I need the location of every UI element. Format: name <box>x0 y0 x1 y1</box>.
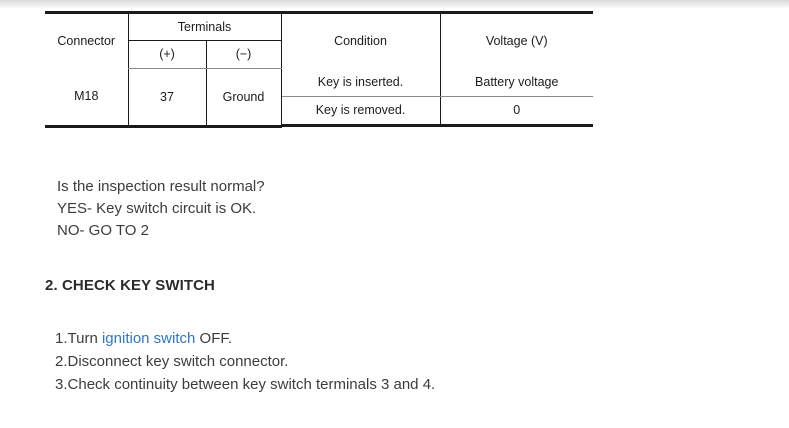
step-text-before: Disconnect key switch connector. <box>67 353 289 370</box>
bottom-rule-terminal-negative <box>206 124 282 128</box>
cell-condition: Key is removed. <box>281 96 441 127</box>
cell-terminal-negative: Ground <box>206 68 282 125</box>
step-text-before: Check continuity between key switch term… <box>67 376 436 393</box>
cell-terminal-positive: 37 <box>127 68 207 125</box>
voltage-spec-table-container: Connector Terminals Condition Voltage (V… <box>45 11 593 128</box>
prose-line-yes: YES- Key switch circuit is OK. <box>57 200 257 217</box>
table-row: Key is removed. 0 <box>45 96 593 127</box>
bottom-rule-terminal-positive <box>127 125 207 128</box>
list-item: 3.Check continuity between key switch te… <box>55 373 435 396</box>
header-cell-terminals: Terminals <box>127 11 282 41</box>
step-text-after: OFF. <box>195 330 233 347</box>
table-bottom-rule-row <box>45 124 593 128</box>
cell-condition: Key is inserted. <box>281 68 441 97</box>
ignition-switch-link[interactable]: ignition switch <box>101 330 196 347</box>
bottom-rule-connector <box>45 124 128 128</box>
table-row: M18 37 Ground Key is inserted. Battery v… <box>45 68 593 125</box>
list-item: 1.Turn ignition switch OFF. <box>55 327 435 350</box>
inspection-result-prose: Is the inspection result normal? YES- Ke… <box>57 176 265 242</box>
page-edge-shadow <box>0 0 789 9</box>
prose-line-no: NO- GO TO 2 <box>57 222 149 239</box>
header-cell-terminal-positive: (+) <box>127 40 207 69</box>
cell-voltage: Battery voltage <box>440 68 593 97</box>
bottom-rule-condition <box>281 125 441 127</box>
table-header-row-sub: (+) (−) <box>45 40 593 69</box>
step-number: 3. <box>55 376 68 393</box>
header-cell-voltage: Voltage (V) <box>440 11 593 69</box>
table-header-row-primary: Connector Terminals Condition Voltage (V… <box>45 11 593 69</box>
cell-connector: M18 <box>74 89 99 104</box>
procedure-step-list: 1.Turn ignition switch OFF. 2.Disconnect… <box>55 327 435 396</box>
step-number: 2. <box>55 353 68 370</box>
step-number: 1. <box>55 330 68 347</box>
header-cell-terminal-negative: (−) <box>206 40 282 69</box>
bottom-rule-voltage <box>440 125 593 127</box>
cell-voltage: 0 <box>440 96 593 127</box>
list-item: 2.Disconnect key switch connector. <box>55 350 435 373</box>
voltage-spec-table: Connector Terminals Condition Voltage (V… <box>45 11 593 128</box>
header-cell-condition: Condition <box>281 11 441 69</box>
step-text-before: Turn <box>67 330 102 347</box>
header-cell-connector: Connector <box>45 11 128 69</box>
page-title: 2. CHECK KEY SWITCH <box>45 277 215 294</box>
prose-line-question: Is the inspection result normal? <box>57 178 265 195</box>
